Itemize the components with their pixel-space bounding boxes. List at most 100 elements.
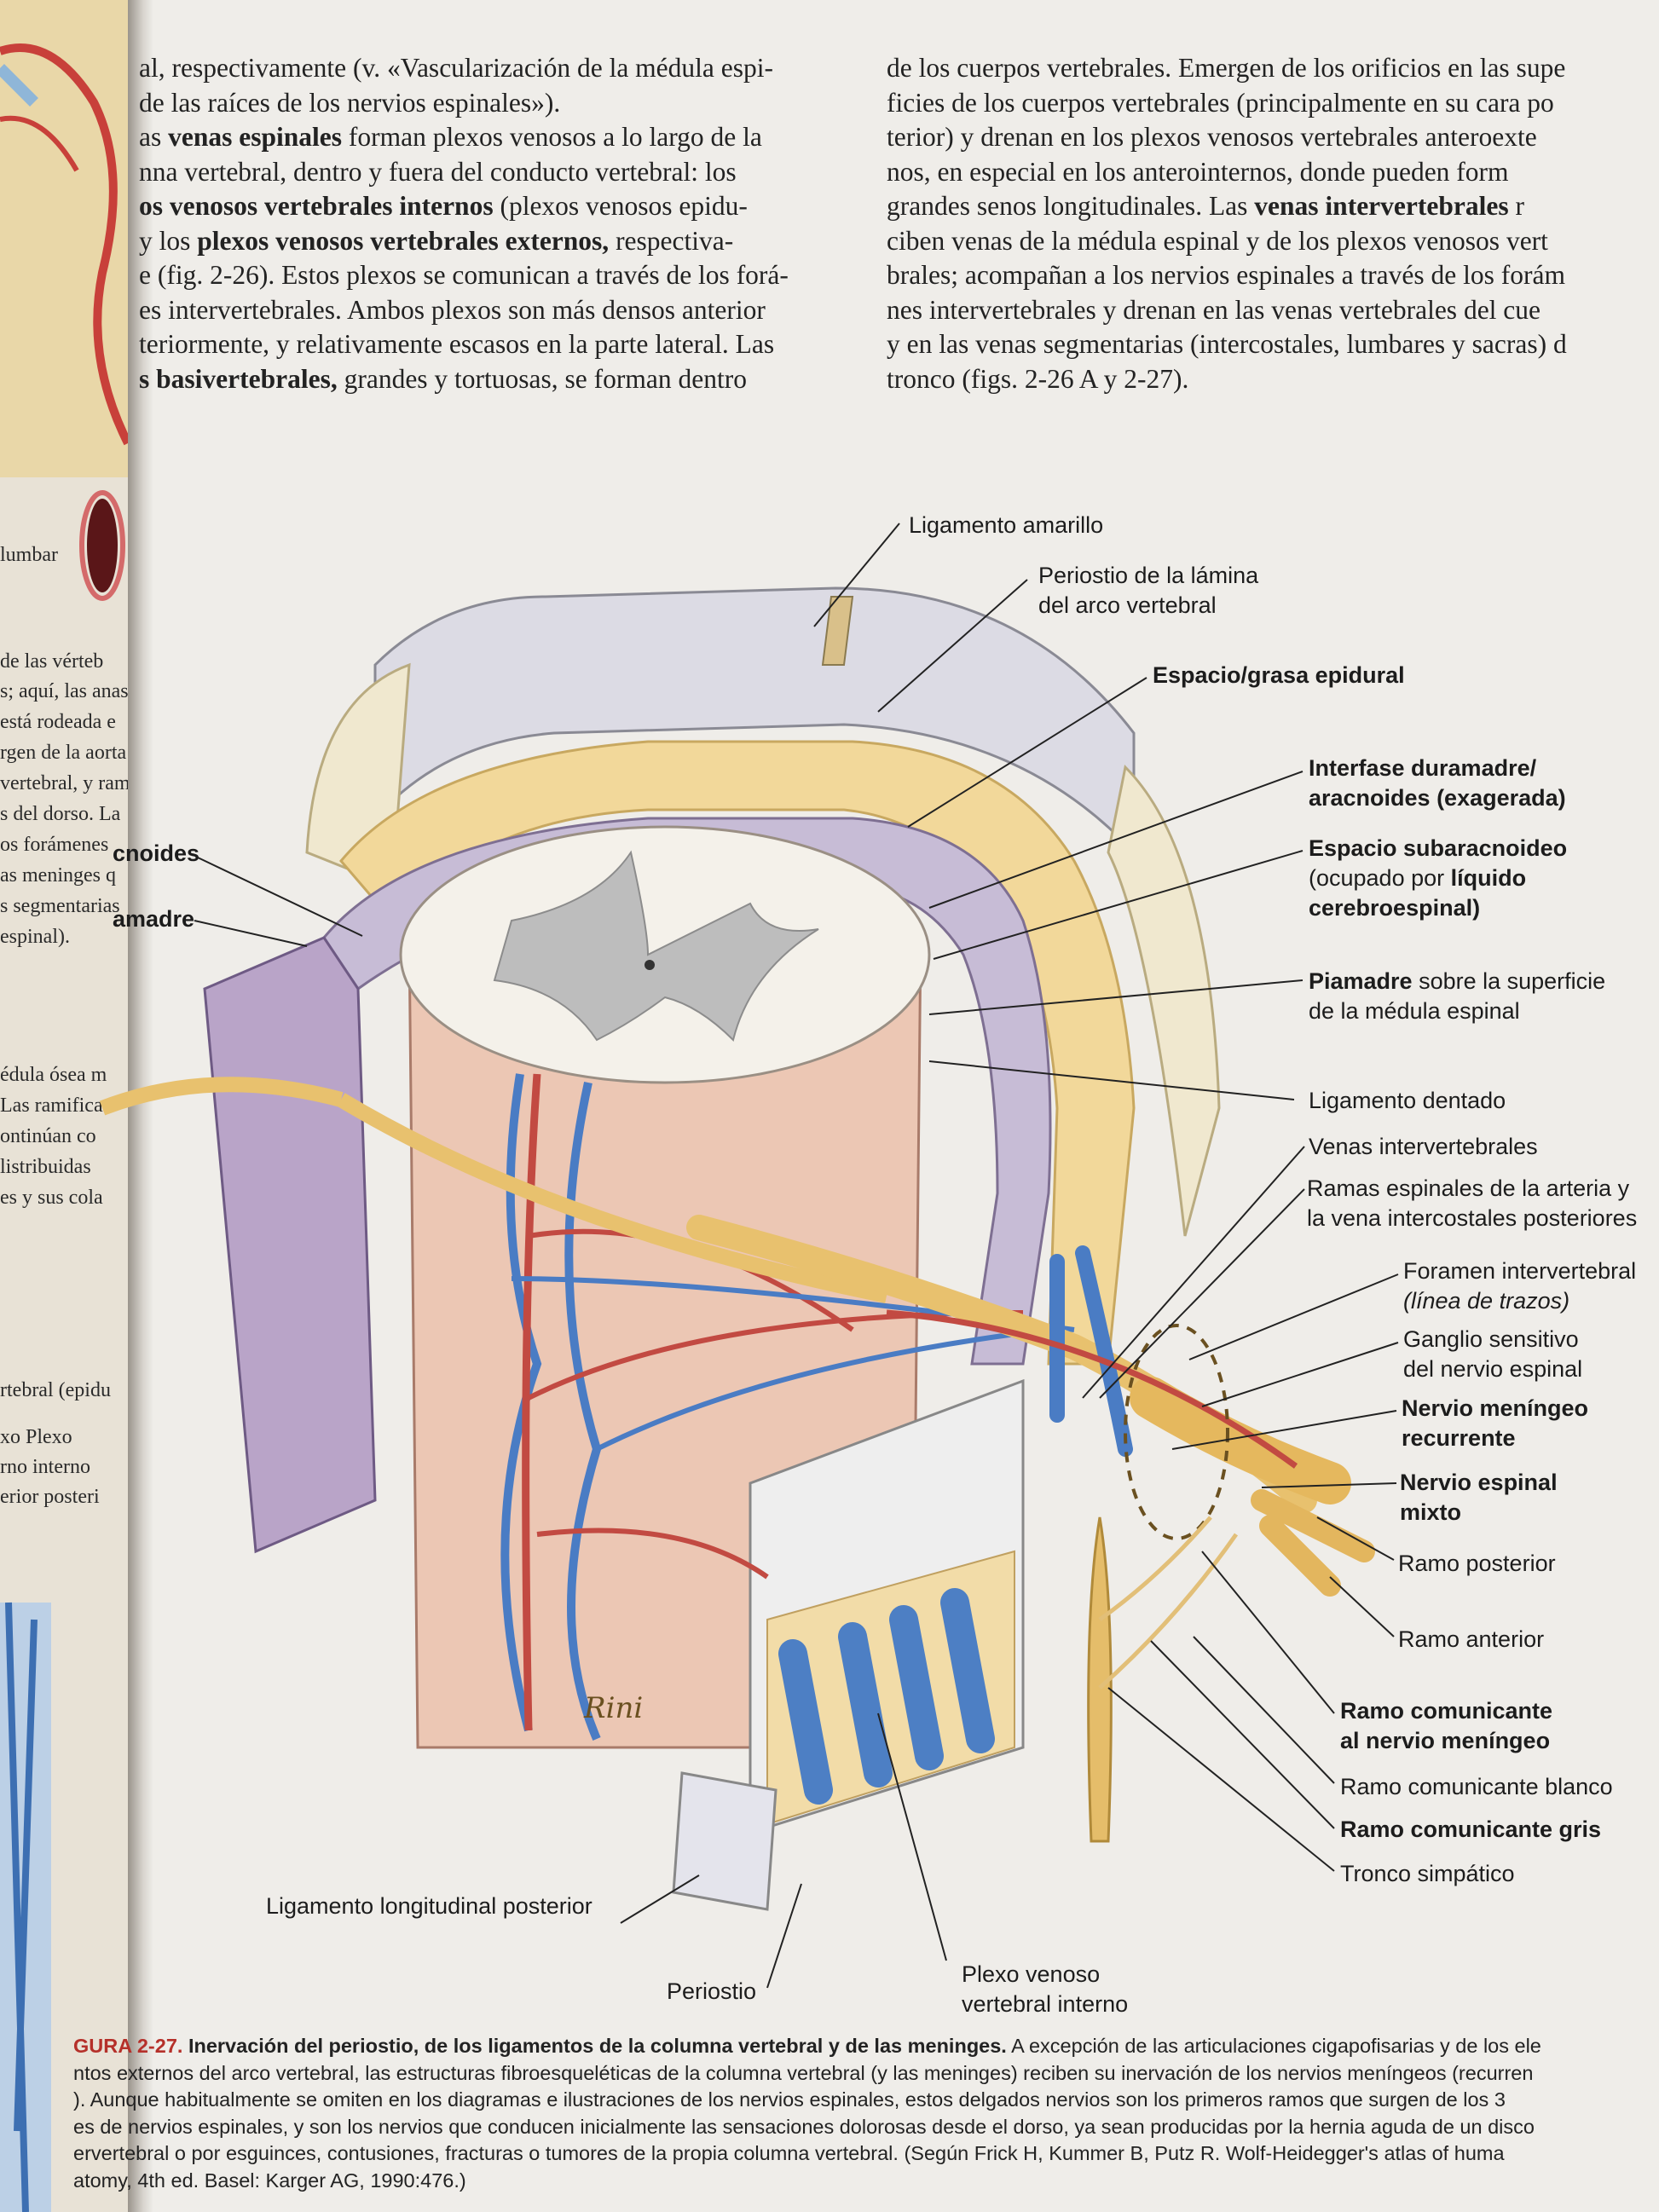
text-column-left: al, respectivamente (v. «Vascularización… — [139, 51, 838, 396]
label-interfase: Interfase duramadre/ — [1309, 755, 1537, 781]
label-interfase-2: aracnoides (exagerada) — [1309, 785, 1566, 811]
intervertebral-veins — [1049, 1245, 1133, 1457]
posterior-longitudinal-ligament — [672, 1771, 777, 1911]
left-page-text-line: xo Plexo — [0, 1426, 72, 1448]
left-page-text-line: s; aquí, las anas — [0, 680, 128, 702]
label-foramen-2: (línea de trazos) — [1403, 1288, 1569, 1314]
left-page-text-line: de las vérteb — [0, 650, 104, 673]
label-piamadre-left: amadre — [113, 906, 194, 932]
right-column-line: de los cuerpos vertebrales. Emergen de l… — [887, 53, 1566, 83]
internal-venous-plexus — [778, 1588, 995, 1805]
label-espinal-mixto: Nervio espinal — [1400, 1470, 1558, 1495]
intervertebral-foramen-outline — [1124, 1324, 1229, 1540]
label-venas-intervertebrales: Venas intervertebrales — [1309, 1134, 1538, 1159]
left-page-text-line: está rodeada e — [0, 711, 116, 733]
label-ramo-posterior: Ramo posterior — [1398, 1551, 1556, 1576]
left-column-line: teriormente, y relativamente escasos en … — [139, 329, 775, 359]
left-column-line: es intervertebrales. Ambos plexos son má… — [139, 294, 766, 325]
label-ligamento-amarillo: Ligamento amarillo — [909, 512, 1103, 538]
left-column-line: al, respectivamente (v. «Vascularización… — [139, 53, 774, 83]
text-column-right: de los cuerpos vertebrales. Emergen de l… — [887, 51, 1659, 396]
gray-matter — [493, 850, 819, 1042]
label-periostio: Periostio — [667, 1978, 756, 2004]
caption-line-2: ntos externos del arco vertebral, las es… — [73, 2061, 1534, 2084]
label-meningeo-recurrente-2: recurrente — [1402, 1425, 1516, 1451]
label-ramas-espinales: Ramas espinales de la arteria y — [1307, 1175, 1630, 1201]
caption-line-6: atomy, 4th ed. Basel: Karger AG, 1990:47… — [73, 2169, 466, 2192]
label-ganglio-2: del nervio espinal — [1403, 1356, 1582, 1382]
label-ramo-anterior: Ramo anterior — [1398, 1626, 1544, 1652]
spinal-ganglion — [1130, 1377, 1351, 1505]
label-subaracnoideo: Espacio subaracnoideo — [1309, 835, 1567, 861]
label-leader-lines — [194, 523, 1399, 1989]
label-espacio-epidural: Espacio/grasa epidural — [1153, 662, 1405, 688]
left-page-illustration — [0, 0, 132, 2212]
label-ramo-comunicante-gris: Ramo comunicante gris — [1340, 1816, 1601, 1842]
left-column-line: nna vertebral, dentro y fuera del conduc… — [139, 156, 737, 187]
left-page-text-line: rtebral (epidu — [0, 1379, 111, 1401]
left-column-line: as venas espinales forman plexos venosos… — [139, 122, 762, 152]
caption-line-3: ). Aunque habitualmente se omiten en los… — [73, 2088, 1506, 2111]
right-column-line: y en las venas segmentarias (intercostal… — [887, 329, 1567, 359]
label-ramo-comunicante-blanco: Ramo comunicante blanco — [1340, 1774, 1613, 1799]
anatomy-drawing — [99, 586, 1375, 1911]
left-column-line: de las raíces de los nervios espinales»)… — [139, 87, 561, 118]
left-page-text-line: rno interno — [0, 1456, 90, 1478]
left-page-text-line: espinal). — [0, 926, 70, 948]
label-piamadre-2: de la médula espinal — [1309, 998, 1520, 1024]
label-ramo-comunicante-meningeo: Ramo comunicante — [1340, 1698, 1552, 1724]
label-meningeo-recurrente: Nervio meníngeo — [1402, 1395, 1588, 1421]
right-column-line: grandes senos longitudinales. Las venas … — [887, 191, 1524, 221]
caption-line-4: es de nervios espinales, y son los nervi… — [73, 2115, 1535, 2138]
sympathetic-trunk — [1087, 1516, 1113, 1843]
label-ganglio: Ganglio sensitivo — [1403, 1326, 1579, 1352]
artist-signature: Rini — [583, 1691, 643, 1725]
label-plexo-venoso-2: vertebral interno — [962, 1991, 1128, 2017]
ligamentum-flavum — [821, 596, 854, 666]
right-column-line: ciben venas de la médula espinal y de lo… — [887, 225, 1548, 256]
right-column-line: tronco (figs. 2-26 A y 2-27). — [887, 363, 1189, 394]
left-column-line: os venosos vertebrales internos (plexos … — [139, 191, 748, 221]
left-page-text-line: ontinúan co — [0, 1125, 96, 1147]
label-periostio-lamina-2: del arco vertebral — [1038, 592, 1217, 618]
left-page-text-line: as meninges q — [0, 864, 116, 887]
right-column-line: nos, en especial en los anterointernos, … — [887, 156, 1509, 187]
label-ramas-espinales-2: la vena intercostales posteriores — [1307, 1205, 1637, 1231]
label-foramen: Foramen intervertebral — [1403, 1258, 1636, 1284]
left-page-text-line: listribuidas — [0, 1156, 91, 1178]
figure-number: GURA 2-27. — [73, 2035, 183, 2057]
left-page-text-line: rgen de la aorta — [0, 742, 127, 764]
label-ligamento-dentado: Ligamento dentado — [1309, 1088, 1506, 1113]
left-page-text-line: s del dorso. La — [0, 803, 121, 825]
left-page-text-line: os forámenes — [0, 834, 109, 856]
caption-line-1: GURA 2-27. Inervación del periostio, de … — [73, 2035, 1541, 2057]
label-subaracnoideo-2: (ocupado por líquido — [1309, 865, 1526, 891]
left-page-text-line: vertebral, y ram — [0, 772, 128, 794]
left-column-line: e (fig. 2-26). Estos plexos se comunican… — [139, 260, 789, 290]
label-plexo-venoso: Plexo venoso — [962, 1961, 1100, 1987]
label-ramo-comunicante-meningeo-2: al nervio meníngeo — [1340, 1728, 1550, 1753]
label-espinal-mixto-2: mixto — [1400, 1499, 1461, 1525]
left-column-line: s basivertebrales, grandes y tortuosas, … — [139, 363, 747, 394]
left-page-text-line: édula ósea m — [0, 1064, 107, 1086]
figure-labels: Ligamento amarillo Periostio de la lámin… — [113, 512, 1637, 2017]
right-column-line: ficies de los cuerpos vertebrales (princ… — [887, 87, 1554, 118]
label-subaracnoideo-3: cerebroespinal) — [1309, 895, 1480, 921]
label-periostio-lamina: Periostio de la lámina — [1038, 563, 1259, 588]
left-column-line: y los plexos venosos vertebrales externo… — [139, 225, 734, 256]
label-ligamento-longitudinal-posterior: Ligamento longitudinal posterior — [266, 1893, 592, 1919]
label-piamadre: Piamadre sobre la superficie — [1309, 968, 1605, 994]
label-aracnoides: cnoides — [113, 840, 199, 866]
caption-line-5: ervertebral o por esguinces, contusiones… — [73, 2142, 1505, 2164]
caption-title: Inervación del periostio, de los ligamen… — [182, 2035, 1007, 2057]
left-page-text-line: es y sus cola — [0, 1187, 103, 1209]
label-tronco-simpatico: Tronco simpático — [1340, 1861, 1515, 1886]
right-column-line: terior) y drenan en los plexos venosos v… — [887, 122, 1537, 152]
left-page-text-line: s segmentarias — [0, 895, 120, 917]
figure-caption: GURA 2-27. Inervación del periostio, de … — [73, 2033, 1659, 2194]
left-page-text-line: erior posteri — [0, 1486, 100, 1508]
right-column-line: brales; acompañan a los nervios espinale… — [887, 260, 1565, 290]
right-column-line: nes intervertebrales y drenan en las ven… — [887, 294, 1541, 325]
left-page-text-line: lumbar — [0, 544, 58, 566]
